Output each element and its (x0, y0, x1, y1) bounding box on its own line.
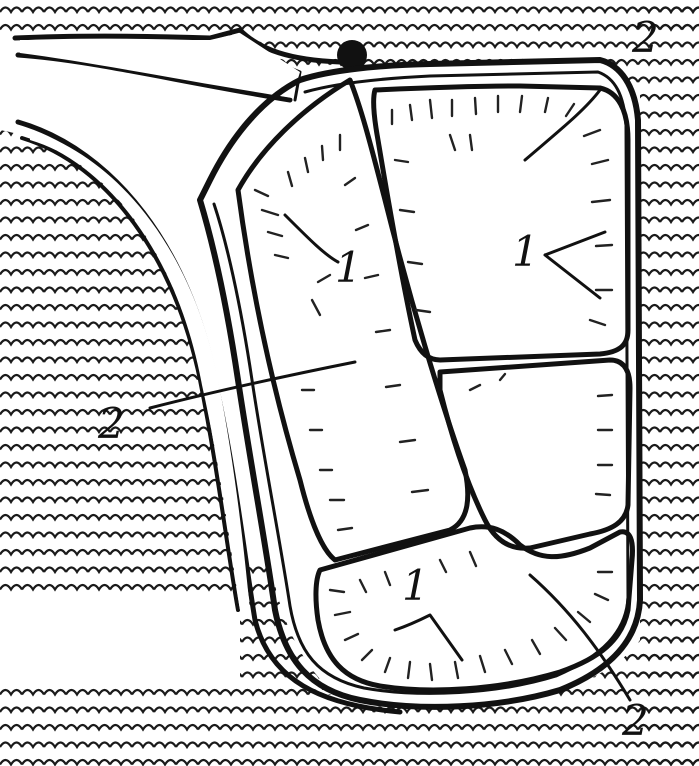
label-2-top: 2 (631, 13, 659, 62)
left-segment-hatch (255, 135, 428, 530)
label-1-top-right: 1 (512, 227, 539, 276)
top-right-segment-hatch (392, 96, 612, 325)
label-2-left: 2 (97, 399, 125, 448)
label-1-bottom: 1 (402, 561, 429, 610)
middle-right-segment (440, 360, 630, 548)
middle-right-segment-hatch (470, 374, 612, 495)
label-1-left: 1 (335, 243, 362, 292)
top-right-segment (374, 86, 628, 360)
label-2-bottom: 2 (621, 696, 649, 745)
left-segment (238, 80, 468, 560)
